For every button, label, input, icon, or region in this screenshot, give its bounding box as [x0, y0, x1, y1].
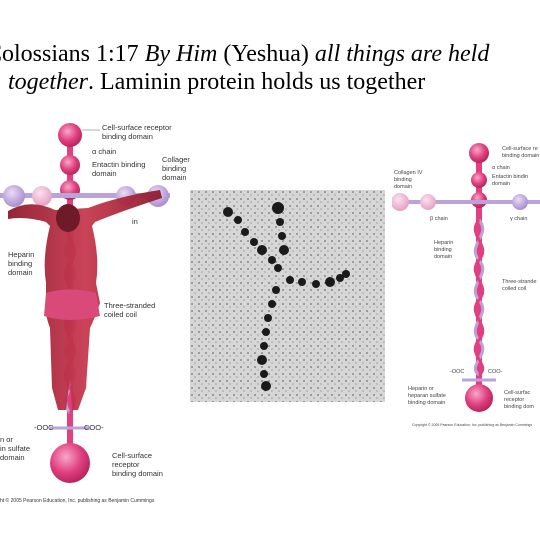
domain-node [60, 155, 80, 175]
r-label-n-terminus: -OOC [450, 369, 464, 375]
r-label-receptor-b: Cell-surfac [504, 390, 531, 396]
r-label-heparan-3: binding domain [408, 400, 445, 406]
label-collagen-2: binding [162, 164, 186, 173]
copyright-right: Copyright © 2005 Pearson Education, Inc.… [412, 423, 532, 427]
label-heparin-3: domain [8, 268, 33, 277]
r-label-coil-2: coiled coil [502, 286, 526, 292]
beta-arm-domain-2 [420, 194, 436, 210]
r-label-receptor-b-2: receptor [504, 397, 524, 403]
label-n-terminus: -OOC [34, 423, 54, 432]
arm-domain-left [3, 185, 25, 207]
caption-line-2: together. Laminin protein holds us toget… [8, 68, 425, 96]
arm-domain-left-inner [32, 186, 52, 206]
label-heparan-3: domain [0, 453, 25, 462]
laminin-diagram: Cell-surface re binding domain α chain E… [392, 143, 540, 427]
coiled-coil-strand-b [473, 219, 485, 377]
micrograph-background [190, 190, 385, 402]
label-coiled-coil-2: coiled coil [104, 310, 137, 319]
crucifix-figure [8, 190, 162, 410]
domain-node-right [471, 172, 487, 188]
label-heparan-2: in sulfate [0, 444, 30, 453]
label-heparin: Heparin [8, 250, 34, 259]
r-label-heparin-2: binding [434, 247, 452, 253]
r-label-receptor-b-3: binding dom [504, 404, 534, 410]
caption-laminin: . Laminin protein holds us together [87, 69, 426, 95]
label-receptor-bottom-3: binding domain [112, 469, 163, 478]
label-heparan: n or [0, 435, 13, 444]
label-receptor-top-2: binding domain [102, 132, 153, 141]
gamma-arm-domain [512, 194, 528, 210]
laminin-diagram-crucifix: Cell-surface receptor binding domain α c… [0, 123, 190, 504]
r-label-heparan: Heparin or [408, 386, 434, 392]
label-collagen: Collagen IV [162, 155, 190, 164]
caption-by-him: By Him [144, 41, 218, 67]
label-coiled-coil: Three-stranded [104, 301, 155, 310]
r-label-entactin-2: domain [492, 181, 510, 187]
slide-caption: Colossians 1:17 By Him (Yeshua) all thin… [0, 40, 540, 100]
r-label-c-terminus: COO- [488, 369, 503, 375]
alpha-chain-stem-right [476, 145, 482, 395]
caption-yeshua: (Yeshua) [217, 41, 315, 67]
r-label-collagen-2: binding [394, 177, 412, 183]
r-label-coil: Three-strande [502, 279, 537, 285]
label-receptor-bottom-2: receptor [112, 460, 140, 469]
r-label-heparan-2: heparan sulfate [408, 393, 446, 399]
r-label-heparin: Heparin [434, 240, 453, 246]
receptor-domain-bottom [50, 443, 90, 483]
beta-gamma-arms [0, 193, 170, 198]
caption-held: all things are held [314, 41, 490, 67]
electron-micrograph [190, 190, 385, 402]
r-label-receptor-2: binding domain [502, 153, 539, 159]
label-chain-partial: in [132, 217, 138, 226]
arms-right [392, 200, 540, 204]
r-label-collagen: Collagen IV [394, 170, 423, 176]
label-alpha-chain: α chain [92, 147, 116, 156]
receptor-domain-bottom-right [465, 384, 493, 412]
label-entactin-2: domain [92, 169, 117, 178]
label-c-terminus: COO- [84, 423, 104, 432]
copyright-left: ht © 2005 Pearson Education, Inc. publis… [0, 497, 155, 504]
r-label-collagen-3: domain [394, 184, 412, 190]
label-receptor-top: Cell-surface receptor [102, 123, 172, 132]
caption-reference: Colossians 1:17 [0, 41, 145, 67]
caption-together: together [8, 69, 88, 95]
beta-arm-domain [392, 193, 409, 211]
laminin-molecule-image [223, 202, 350, 391]
r-label-entactin: Entactin bindin [492, 174, 528, 180]
r-label-alpha: α chain [492, 165, 510, 171]
label-heparin-2: binding [8, 259, 32, 268]
receptor-domain-top-right [469, 143, 489, 163]
label-collagen-3: domain [162, 173, 187, 182]
caption-line-1: Colossians 1:17 By Him (Yeshua) all thin… [0, 40, 489, 68]
r-label-gamma: γ chain [510, 216, 527, 222]
r-label-beta: β chain [430, 216, 448, 222]
label-entactin: Entactin binding [92, 160, 145, 169]
r-label-receptor: Cell-surface re [502, 146, 538, 152]
r-label-heparin-3: domain [434, 254, 452, 260]
label-receptor-bottom: Cell-surface [112, 451, 152, 460]
receptor-domain-top [58, 123, 82, 147]
